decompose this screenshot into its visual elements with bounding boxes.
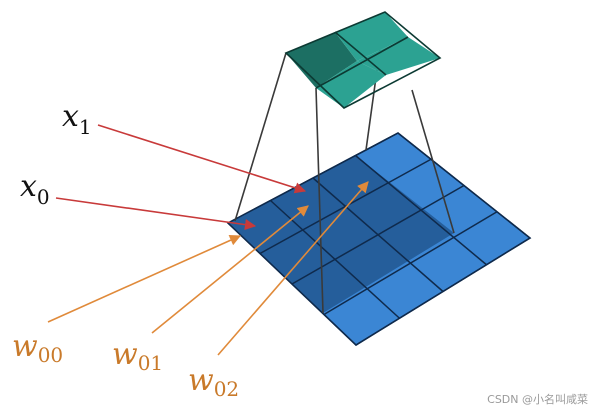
output-cell-11	[357, 37, 440, 75]
output-cell-10	[316, 61, 386, 108]
watermark: CSDN @小名叫咸菜	[487, 392, 588, 406]
input-grid	[226, 132, 532, 346]
projection-line	[411, 89, 455, 234]
input-receptive-field	[228, 155, 454, 313]
input-grid-line	[291, 184, 465, 285]
w00-arrow	[47, 235, 242, 323]
w00-label: w00	[12, 329, 63, 367]
input-grid-lines	[259, 154, 498, 319]
w-arrows	[47, 181, 369, 356]
projection-line	[234, 52, 287, 222]
output-grid-line	[334, 31, 387, 76]
input-grid-border	[226, 132, 532, 346]
w01-label: w01	[112, 337, 163, 375]
x1-label: x1	[62, 99, 92, 139]
w02-label: w02	[188, 363, 239, 401]
w02-arrow	[217, 181, 369, 356]
output-grid	[284, 11, 442, 109]
output-cell-01	[335, 12, 408, 61]
x0-arrow	[55, 197, 257, 231]
x1-arrow	[97, 124, 307, 194]
w01-arrow	[151, 205, 309, 334]
output-grid-border	[284, 11, 442, 109]
input-grid-line	[323, 211, 498, 316]
x0-label: x0	[20, 169, 50, 209]
input-grid-line	[355, 154, 487, 266]
x-arrows	[55, 124, 307, 231]
projection-line	[315, 87, 324, 314]
output-grid-line	[315, 36, 409, 89]
